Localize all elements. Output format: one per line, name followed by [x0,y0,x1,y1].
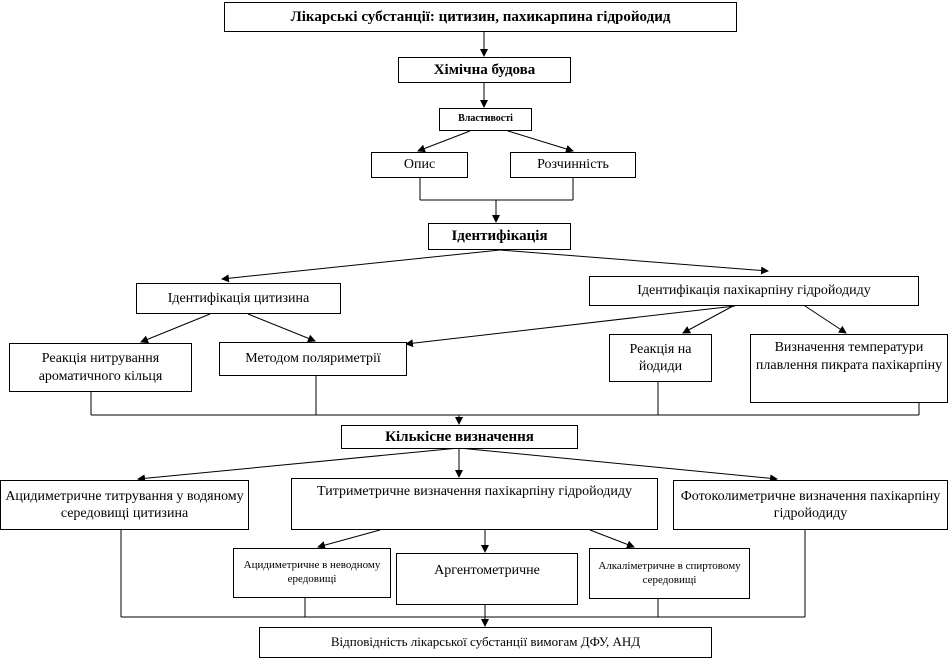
arrow-quant-to-acidimetric-aqueous [137,447,460,483]
arrow-ident-to-pachycarpine [499,249,769,275]
node-iodide-reaction: Реакція на йодиди [609,334,712,382]
arrow-ident-to-cytisine [221,249,501,283]
node-photocolorimetric-label: Фотоколиметричне визначення пахікарпіну … [680,488,941,522]
arrow-cytisine-to-nitration [140,313,211,344]
node-acidimetric-nonaqueous: Ацидиметричне в неводному ередовищі [233,548,391,598]
node-photocolorimetric: Фотоколиметричне визначення пахікарпіну … [673,480,948,530]
node-melting-point-label: Визначення температури плавлення пикрата… [755,340,943,373]
node-cytisine-identification-label: Ідентифікація цитизина [167,290,310,306]
node-substances: Лікарські субстанції: цитизин, пахикарпи… [224,2,737,32]
node-melting-point: Визначення температури плавлення пикрата… [750,334,948,403]
node-pachycarpine-identification: Ідентифікація пахікарпіну гідройодиду [589,276,919,306]
node-nitration-reaction-label: Реакція нитрування ароматичного кільця [38,351,163,384]
node-acidimetric-nonaqueous-label: Ацидиметричне в неводному ередовищі [243,559,381,585]
arrow-cytisine-to-polarimetry [247,313,316,343]
node-argentometric: Аргентометричне [396,553,578,605]
node-solubility: Розчинність [510,152,636,178]
arrow-pachy-to-polarimetry [405,305,736,348]
arrow-quant-to-photocolorimetric [458,447,778,483]
node-description: Опис [371,152,468,178]
node-titrimetric-pachycarpine-label: Титриметричне визначення пахікарпіну гід… [317,484,632,499]
node-quantitative-label: Кількісне визначення [385,428,534,445]
node-properties-label: Властивості [458,113,513,125]
node-cytisine-identification: Ідентифікація цитизина [136,283,341,314]
node-chemical-structure: Хімічна будова [398,57,571,83]
node-quantitative: Кількісне визначення [341,425,578,449]
node-solubility-label: Розчинність [537,157,609,173]
node-nitration-reaction: Реакція нитрування ароматичного кільця [9,343,192,392]
node-acidimetric-aqueous-label: Ацидиметричне титрування у водяному сере… [5,488,244,522]
node-identification: Ідентифікація [428,223,571,250]
node-polarimetry: Методом поляриметрії [219,342,407,376]
node-conformity-label: Відповідність лікарської субстанції вимо… [330,634,641,650]
node-acidimetric-aqueous: Ацидиметричне титрування у водяному сере… [0,480,249,530]
node-conformity: Відповідність лікарської субстанції вимо… [259,627,712,658]
node-substances-label: Лікарські субстанції: цитизин, пахикарпи… [290,8,671,25]
node-alkalimetric: Алкаліметричне в спиртовому середовищі [589,548,750,599]
arrow-pachy-to-melting [804,305,847,334]
node-chemical-structure-label: Хімічна будова [433,61,536,78]
node-properties: Властивості [439,108,532,131]
arrow-properties-to-solubility [507,130,574,153]
arrow-properties-to-description [417,130,471,153]
node-pachycarpine-identification-label: Ідентифікація пахікарпіну гідройодиду [637,283,871,299]
node-description-label: Опис [403,157,436,173]
arrow-titrimetric-to-nonaqueous [317,529,381,550]
node-polarimetry-label: Методом поляриметрії [245,351,381,367]
node-identification-label: Ідентифікація [451,228,548,245]
node-titrimetric-pachycarpine: Титриметричне визначення пахікарпіну гід… [291,478,658,530]
node-alkalimetric-label: Алкаліметричне в спиртовому середовищі [598,559,741,586]
arrow-titrimetric-to-alkalimetric [589,529,635,549]
node-argentometric-label: Аргентометричне [434,563,540,578]
arrow-pachy-to-iodide [682,305,734,334]
node-iodide-reaction-label: Реакція на йодиди [629,341,692,375]
